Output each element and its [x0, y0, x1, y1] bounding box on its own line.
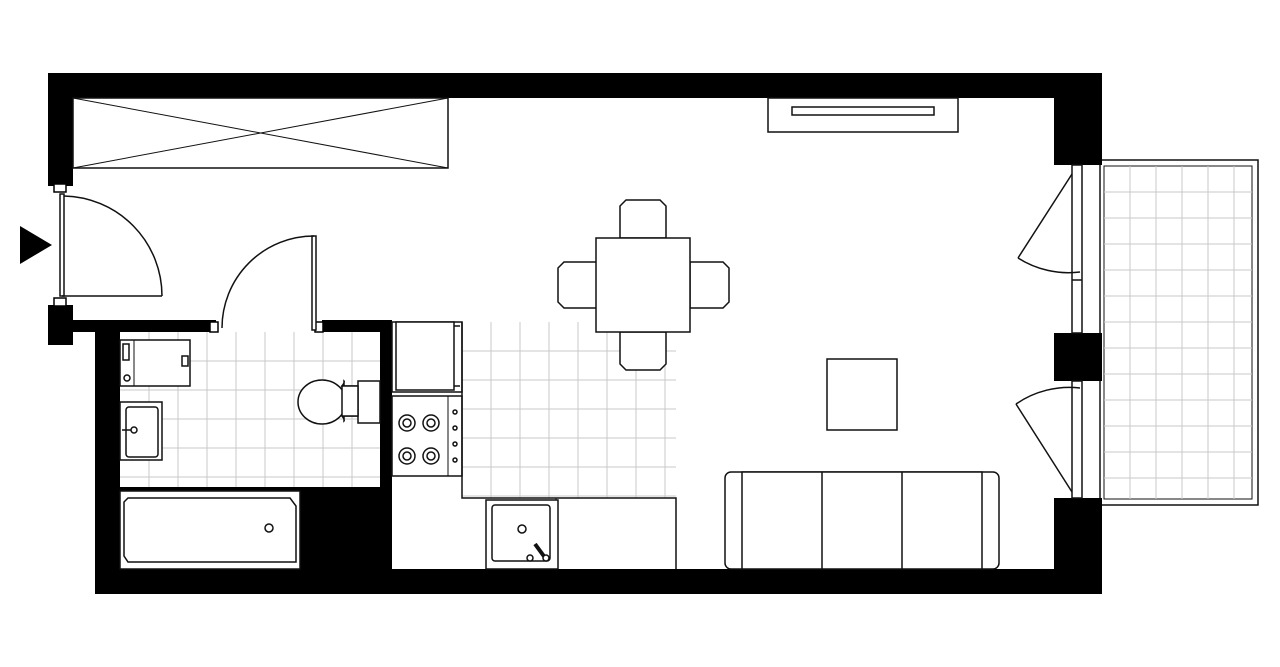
coffee-table [826, 358, 898, 431]
heater [767, 97, 959, 133]
wall-left-upper [48, 73, 73, 186]
balcony-door-lower [1015, 380, 1083, 499]
four-burner-hob [391, 395, 463, 477]
chair-bottom [619, 331, 667, 371]
sofa [724, 471, 1000, 570]
door-jamb-top [53, 183, 67, 193]
shaft-block [300, 489, 385, 573]
wall-bathroom-mid [120, 487, 380, 491]
wall-right-top [1054, 73, 1102, 165]
refrigerator [391, 321, 463, 393]
door-jamb-bath-left [209, 321, 219, 333]
dining-table [595, 237, 691, 333]
wall-bottom [95, 569, 1102, 594]
kitchen-sink [485, 499, 559, 570]
wall-top [48, 73, 1102, 98]
wall-left-lower [48, 305, 73, 345]
wall-hall-partition-left [73, 320, 216, 332]
door-jamb-bottom [53, 297, 67, 307]
bathroom-door [221, 235, 317, 331]
chair-top [619, 199, 667, 239]
entrance-door [59, 193, 163, 297]
wall-bathroom-left [95, 320, 120, 594]
wardrobe [72, 97, 449, 169]
chair-left [557, 261, 598, 309]
dining-set [557, 199, 730, 371]
balcony-tiles [1104, 166, 1252, 499]
wall-hall-partition-right [322, 320, 392, 332]
toilet [297, 379, 381, 425]
balcony [1099, 159, 1259, 506]
wall-right-middle [1054, 333, 1102, 381]
bathtub [119, 490, 301, 570]
wall-right-bottom [1054, 498, 1102, 594]
entrance-arrow-icon [20, 226, 52, 264]
washing-machine [119, 339, 191, 387]
washbasin [119, 401, 163, 461]
walls [48, 73, 1102, 594]
balcony-door-upper [1017, 164, 1083, 334]
chair-right [689, 261, 730, 309]
